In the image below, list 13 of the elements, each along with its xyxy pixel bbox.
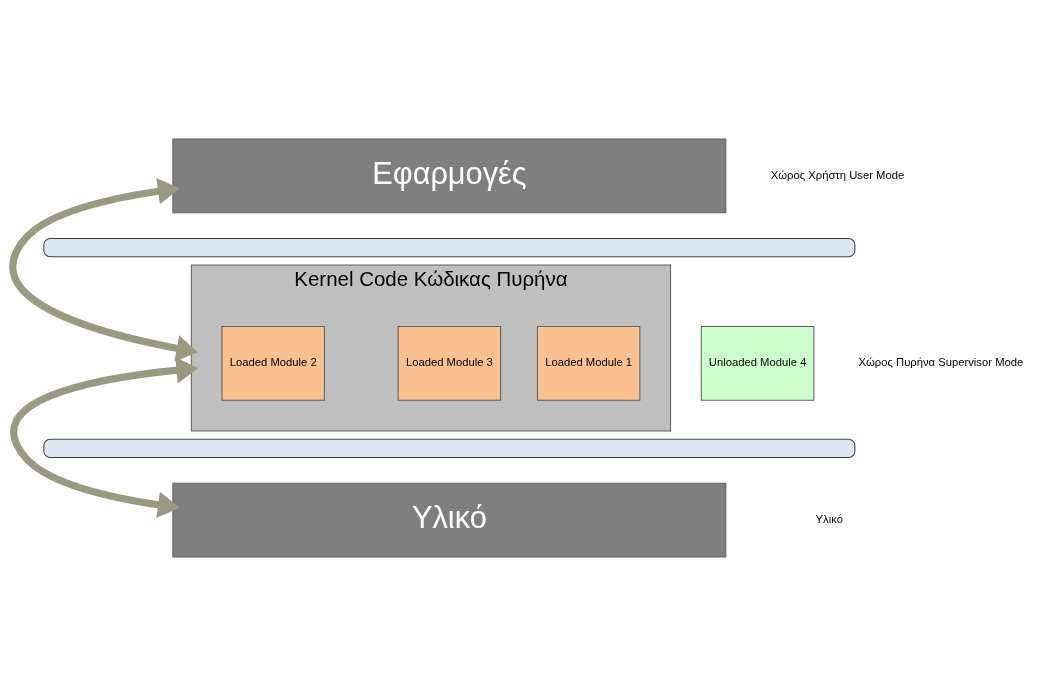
- node-box: Εφαρμογές: [172, 138, 727, 213]
- label: Χώρος Πυρήνα Supervisor Mode: [858, 355, 1024, 368]
- node-bar: [43, 237, 856, 257]
- label: Χώρος Χρήστη User Mode: [770, 168, 905, 181]
- node-bar: [43, 438, 856, 458]
- node-box: Loaded Module 3: [397, 325, 502, 401]
- label: Υλικό: [815, 512, 843, 525]
- node-box: Loaded Module 2: [221, 325, 325, 401]
- arrow: [10, 356, 199, 518]
- arrow: [9, 177, 199, 361]
- node-box: Υλικό: [172, 482, 727, 557]
- node-box: Loaded Module 1: [536, 325, 641, 401]
- node-box: Unloaded Module 4: [700, 325, 815, 401]
